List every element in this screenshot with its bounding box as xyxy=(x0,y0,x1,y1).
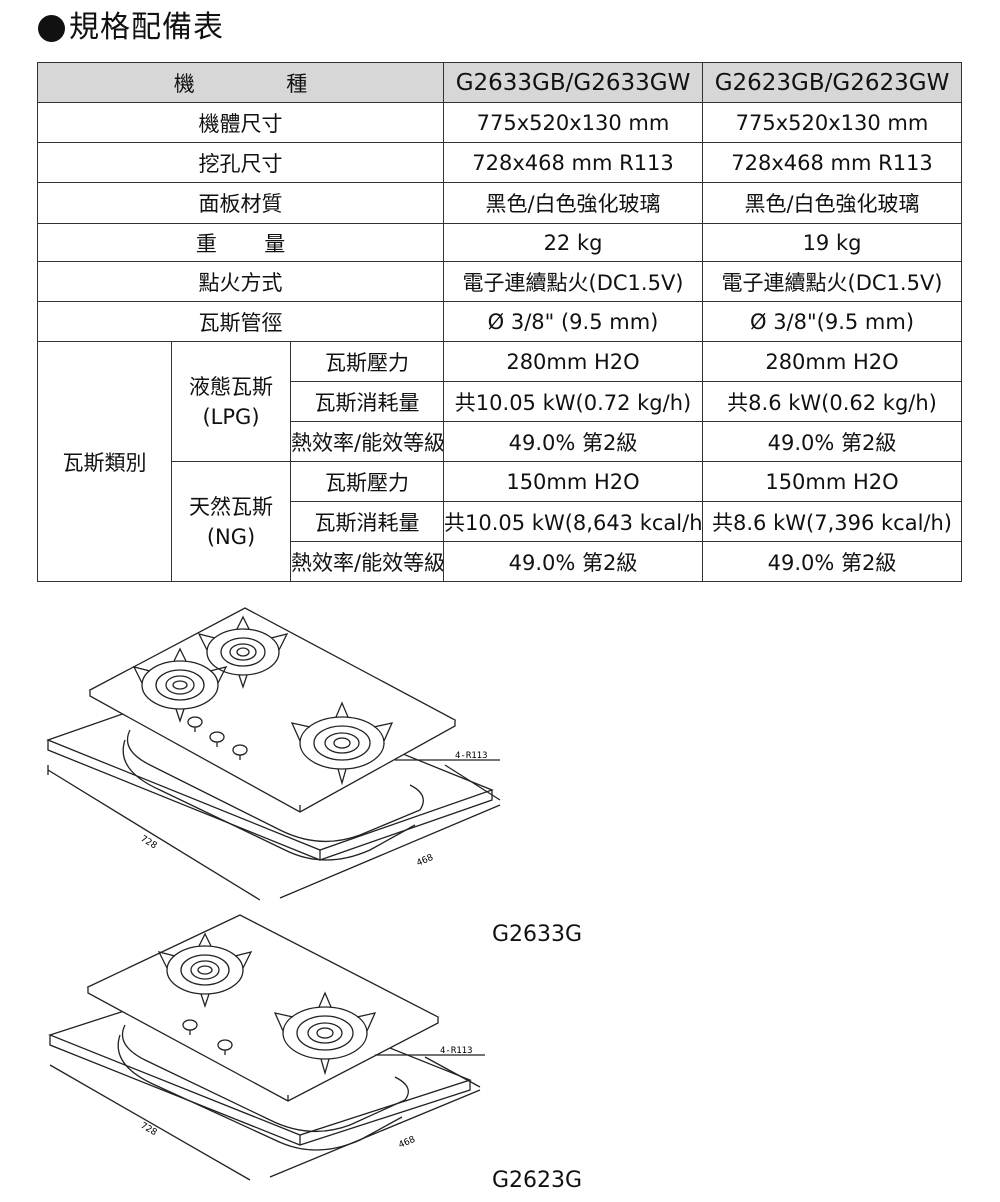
gas-category: 瓦斯類別 xyxy=(37,341,172,582)
header-kind-a: 機 xyxy=(173,71,195,96)
burner-icon xyxy=(157,932,253,1009)
gas-row-value-2: 49.0% 第2級 xyxy=(702,541,963,582)
gas-row-label: 瓦斯壓力 xyxy=(289,341,445,382)
knob-icon xyxy=(232,744,248,760)
row-value-2: 775x520x130 mm xyxy=(702,102,963,143)
cutout-well xyxy=(121,1024,409,1133)
knob-icon xyxy=(187,716,203,732)
diagram-caption: G2623G xyxy=(492,1168,583,1193)
row-label: 瓦斯管徑 xyxy=(36,301,445,342)
table-row: 瓦斯消耗量 共10.05 kW(8,643 kcal/h) 共8.6 kW(7,… xyxy=(38,501,963,542)
row-label-weight: 重 量 xyxy=(36,223,445,262)
gas-group-ng: 天然瓦斯 (NG) xyxy=(171,461,291,582)
diagram-caption: G2633G xyxy=(492,922,583,947)
gas-group-ng-code: (NG) xyxy=(206,524,256,549)
gas-group-ng-name: 天然瓦斯 xyxy=(189,494,273,519)
dim-label-width: 728 xyxy=(139,1121,159,1138)
gas-row-label: 瓦斯消耗量 xyxy=(289,381,445,422)
gas-group-lpg: 液態瓦斯 (LPG) xyxy=(171,341,291,462)
knob-icon xyxy=(182,1019,198,1035)
header-kind-b: 種 xyxy=(286,71,308,96)
gas-row-value-1: 150mm H2O xyxy=(443,461,704,502)
header-model-2: G2623GB/G2623GW xyxy=(702,62,963,103)
row-value-1: 775x520x130 mm xyxy=(443,102,704,143)
dim-line-depth xyxy=(269,1089,481,1178)
burner-group xyxy=(157,932,377,1076)
page-title-text: 規格配備表 xyxy=(69,10,224,45)
row-label: 面板材質 xyxy=(36,182,445,224)
gas-group-lpg-code: (LPG) xyxy=(202,404,260,429)
header-kind: 機 種 xyxy=(36,62,445,103)
row-label-weight-b: 量 xyxy=(264,231,286,256)
row-value-1: 電子連續點火(DC1.5V) xyxy=(443,261,704,302)
gas-row-label: 熱效率/能效等級 xyxy=(289,421,445,462)
row-value-2: 電子連續點火(DC1.5V) xyxy=(702,261,963,302)
page-title: 規格配備表 xyxy=(38,8,224,48)
gas-group-lpg-name: 液態瓦斯 xyxy=(189,374,273,399)
dim-label-depth: 468 xyxy=(415,853,435,869)
row-label: 點火方式 xyxy=(36,261,445,302)
row-value-2: Ø 3/8"(9.5 mm) xyxy=(702,301,963,342)
table-row: 瓦斯管徑 Ø 3/8" (9.5 mm) Ø 3/8"(9.5 mm) xyxy=(36,301,963,342)
gas-row-value-1: 共10.05 kW(8,643 kcal/h) xyxy=(443,501,704,542)
row-label: 挖孔尺寸 xyxy=(36,142,445,183)
dim-line-depth xyxy=(279,804,501,899)
gas-row-value-2: 49.0% 第2級 xyxy=(702,421,963,462)
table-header-row: 機 種 G2633GB/G2633GW G2623GB/G2623GW xyxy=(36,62,963,103)
table-row: 瓦斯類別 液態瓦斯 (LPG) 瓦斯壓力 280mm H2O 280mm H2O xyxy=(37,341,963,582)
table-row: 面板材質 黑色/白色強化玻璃 黑色/白色強化玻璃 xyxy=(36,182,963,224)
row-value-2: 黑色/白色強化玻璃 xyxy=(702,182,963,224)
dim-line-width xyxy=(47,769,261,901)
knob-icon xyxy=(217,1039,233,1055)
header-model-1: G2633GB/G2633GW xyxy=(443,62,704,103)
gas-row-label: 瓦斯消耗量 xyxy=(289,501,445,542)
dim-line-width xyxy=(49,1064,251,1181)
gas-row-value-1: 280mm H2O xyxy=(443,341,704,382)
row-label-weight-a: 重 xyxy=(195,231,217,256)
cutout-well xyxy=(126,729,424,843)
gas-row-value-1: 49.0% 第2級 xyxy=(443,541,704,582)
gas-row-value-2: 共8.6 kW(7,396 kcal/h) xyxy=(702,501,963,542)
row-label: 機體尺寸 xyxy=(36,102,445,143)
dim-label-depth: 468 xyxy=(397,1135,417,1151)
knob-icon xyxy=(209,731,225,747)
gas-row-value-1: 共10.05 kW(0.72 kg/h) xyxy=(443,381,704,422)
gas-row-value-1: 49.0% 第2級 xyxy=(443,421,704,462)
row-value-1: 黑色/白色強化玻璃 xyxy=(443,182,704,224)
row-value-2: 19 kg xyxy=(702,223,963,262)
gas-row-label: 熱效率/能效等級 xyxy=(289,541,445,582)
burner-icon xyxy=(197,615,289,690)
table-row: 瓦斯消耗量 共10.05 kW(0.72 kg/h) 共8.6 kW(0.62 … xyxy=(38,381,963,422)
hob-diagram-g2633g: 728 468 4-R113 xyxy=(46,607,501,901)
table-row: 點火方式 電子連續點火(DC1.5V) 電子連續點火(DC1.5V) xyxy=(36,261,963,302)
table-row: 天然瓦斯 (NG) 瓦斯壓力 150mm H2O 150mm H2O xyxy=(38,461,963,582)
bullet-icon xyxy=(38,14,65,42)
burner-icon xyxy=(290,701,394,786)
spec-table: 機 種 G2633GB/G2633GW G2623GB/G2623GW 機體尺寸… xyxy=(36,62,963,582)
table-row: 重 量 22 kg 19 kg xyxy=(36,223,963,262)
row-value-2: 728x468 mm R113 xyxy=(702,142,963,183)
burner-icon xyxy=(132,647,228,724)
gas-row-label: 瓦斯壓力 xyxy=(289,461,445,502)
table-row: 熱效率/能效等級 49.0% 第2級 49.0% 第2級 xyxy=(38,541,963,582)
gas-row-value-2: 280mm H2O xyxy=(702,341,963,382)
row-value-1: 22 kg xyxy=(443,223,704,262)
hob-diagram-g2623g: 728 468 4-R113 xyxy=(48,914,485,1181)
table-row: 機體尺寸 775x520x130 mm 775x520x130 mm xyxy=(36,102,963,143)
corner-radius-label: 4-R113 xyxy=(440,1046,473,1056)
row-value-1: 728x468 mm R113 xyxy=(443,142,704,183)
corner-radius-label: 4-R113 xyxy=(455,751,488,761)
burner-icon xyxy=(273,991,377,1076)
gas-row-value-2: 150mm H2O xyxy=(702,461,963,502)
burner-group xyxy=(132,615,394,786)
table-row: 挖孔尺寸 728x468 mm R113 728x468 mm R113 xyxy=(36,142,963,183)
row-value-1: Ø 3/8" (9.5 mm) xyxy=(443,301,704,342)
gas-row-value-2: 共8.6 kW(0.62 kg/h) xyxy=(702,381,963,422)
